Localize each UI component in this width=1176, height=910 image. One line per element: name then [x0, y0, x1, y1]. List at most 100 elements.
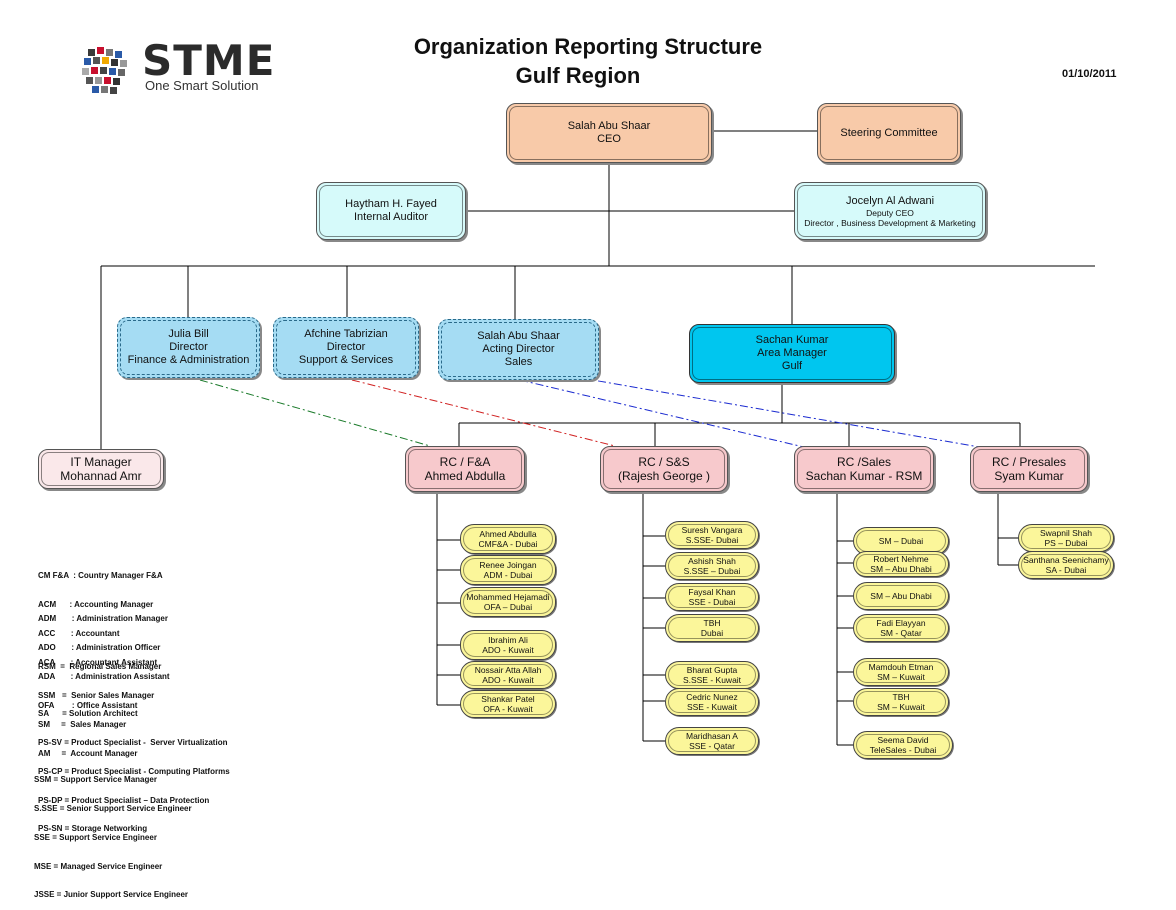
- node-name: Haytham H. Fayed: [345, 198, 437, 210]
- node-role: ADO - Kuwait: [482, 645, 534, 655]
- node-role: Director: [326, 341, 366, 353]
- legend-item: OFA : Office Assistant: [38, 700, 138, 710]
- node-role: Support & Services: [298, 354, 394, 366]
- node-role: SM - Qatar: [880, 628, 922, 638]
- legend-item: ACA : Accountant Assistant: [38, 657, 158, 667]
- node-it-manager: IT Manager Mohannad Amr: [38, 449, 164, 489]
- node-role: RC / Presales: [991, 455, 1067, 469]
- node-role: Area Manager: [757, 347, 827, 359]
- node-role: Director: [169, 341, 208, 353]
- legend-item: SSE = Support Service Engineer: [34, 832, 157, 842]
- node-name: Julia Bill: [168, 328, 209, 340]
- legend-item: PS-DP = Product Specialist – Data Protec…: [38, 795, 210, 805]
- node-name: Maridhasan A: [686, 731, 738, 741]
- node-role: SSE - Kuwait: [686, 702, 738, 712]
- node-name: Shankar Patel: [481, 694, 535, 704]
- node-rc-sales: RC /Sales Sachan Kumar - RSM: [794, 446, 934, 492]
- node-name: Salah Abu Shaar: [567, 120, 651, 132]
- node-role: ADO - Kuwait: [482, 675, 534, 685]
- legend-item: AM = Account Manager: [38, 748, 138, 758]
- node-name: Steering Committee: [840, 126, 938, 139]
- node-director-support: Afchine Tabrizian Director Support & Ser…: [273, 317, 419, 378]
- node-name: Fadi Elayyan: [876, 618, 926, 628]
- node-role: SA - Dubai: [1045, 565, 1087, 575]
- node-role: Finance & Administration: [127, 354, 250, 366]
- node-name: Ahmed Abdulla: [424, 469, 506, 483]
- node-name: Swapnil Shah: [1040, 528, 1092, 538]
- node-role: TeleSales - Dubai: [869, 745, 937, 755]
- stme-logo-mark: [78, 45, 136, 95]
- node-name: Syam Kumar: [994, 469, 1064, 483]
- node-role: Sales: [504, 356, 533, 368]
- node-director-sales: Salah Abu Shaar Acting Director Sales: [438, 319, 599, 380]
- node-name: Nossair Atta Allah: [474, 665, 542, 675]
- node-name: Seema David: [877, 735, 929, 745]
- node-role: SM – Abu Dhabi: [870, 564, 932, 574]
- node-role: SSE - Dubai: [688, 597, 736, 607]
- legend-item: ADO : Administration Officer: [38, 642, 161, 652]
- legend-admin-abbreviations: ADM : Administration Manager ADO : Admin…: [38, 595, 170, 720]
- node-area-manager: Sachan Kumar Area Manager Gulf: [689, 324, 895, 383]
- legend-item: JSSE = Junior Support Service Engineer: [34, 890, 189, 900]
- node-name: TBH: [892, 692, 910, 702]
- node-name: Mamdouh Etman: [868, 662, 934, 672]
- node-role: RC / S&S: [638, 455, 690, 469]
- page-subtitle: Gulf Region: [515, 63, 641, 88]
- node-name: (Rajesh George ): [617, 469, 711, 483]
- node-role: Deputy CEO: [866, 207, 914, 218]
- logo-wordmark: STME: [142, 36, 276, 85]
- node-role: S.SSE- Dubai: [685, 535, 739, 545]
- node-role: S.SSE - Kuwait: [682, 675, 742, 685]
- node-role: Dubai: [700, 628, 724, 638]
- node-role: RC / F&A: [439, 455, 491, 469]
- node-role: IT Manager: [70, 455, 132, 469]
- node-internal-auditor: Haytham H. Fayed Internal Auditor: [316, 182, 466, 240]
- node-role: CMF&A - Dubai: [478, 539, 538, 549]
- legend-item: S.SSE = Senior Support Service Engineer: [34, 803, 192, 813]
- node-role: CEO: [597, 133, 621, 145]
- node-name: Ashish Shah: [688, 556, 736, 566]
- node-role: RC /Sales: [836, 455, 892, 469]
- legend-item: SM = Sales Manager: [38, 719, 127, 729]
- legend-sales-abbreviations: RSM = Regional Sales Manager SSM = Senio…: [38, 643, 161, 768]
- node-role: Acting Director: [482, 343, 555, 355]
- node-name: Afchine Tabrizian: [304, 328, 388, 340]
- node-rc-fa: RC / F&A Ahmed Abdulla: [405, 446, 525, 492]
- node-role: Director , Business Development & Market…: [804, 217, 976, 228]
- node-name: TBH: [703, 618, 721, 628]
- node-role: SM – Kuwait: [877, 702, 925, 712]
- legend-item: PS-SN = Storage Networking: [38, 824, 148, 834]
- node-name: Sachan Kumar - RSM: [805, 469, 923, 483]
- node-role: SSE - Qatar: [689, 741, 735, 751]
- legend-item: PS-CP = Product Specialist - Computing P…: [38, 766, 230, 776]
- node-role: OFA - Kuwait: [483, 704, 533, 714]
- legend-item: ACC : Accountant: [38, 628, 120, 638]
- document-date: 01/10/2011: [1062, 68, 1117, 80]
- node-role: OFA – Dubai: [483, 602, 533, 612]
- legend-item: SSM = Senior Sales Manager: [38, 690, 155, 700]
- legend-presales-abbreviations: SA = Solution Architect PS-SV = Product …: [38, 690, 230, 844]
- staff-node-sales: SM – Abu Dhabi: [853, 582, 949, 610]
- node-role: Internal Auditor: [354, 211, 428, 223]
- connector-lines: [100, 130, 1095, 746]
- node-name: Ibrahim Ali: [488, 635, 528, 645]
- node-name: Renee Joingan: [479, 560, 537, 570]
- node-ceo: Salah Abu Shaar CEO: [506, 103, 712, 163]
- node-name: Robert Nehme: [873, 554, 929, 564]
- node-deputy-ceo: Jocelyn Al Adwani Deputy CEO Director , …: [794, 182, 986, 240]
- node-name: Santhana Seenichamy: [1023, 555, 1109, 565]
- node-name: Faysal Khan: [688, 587, 736, 597]
